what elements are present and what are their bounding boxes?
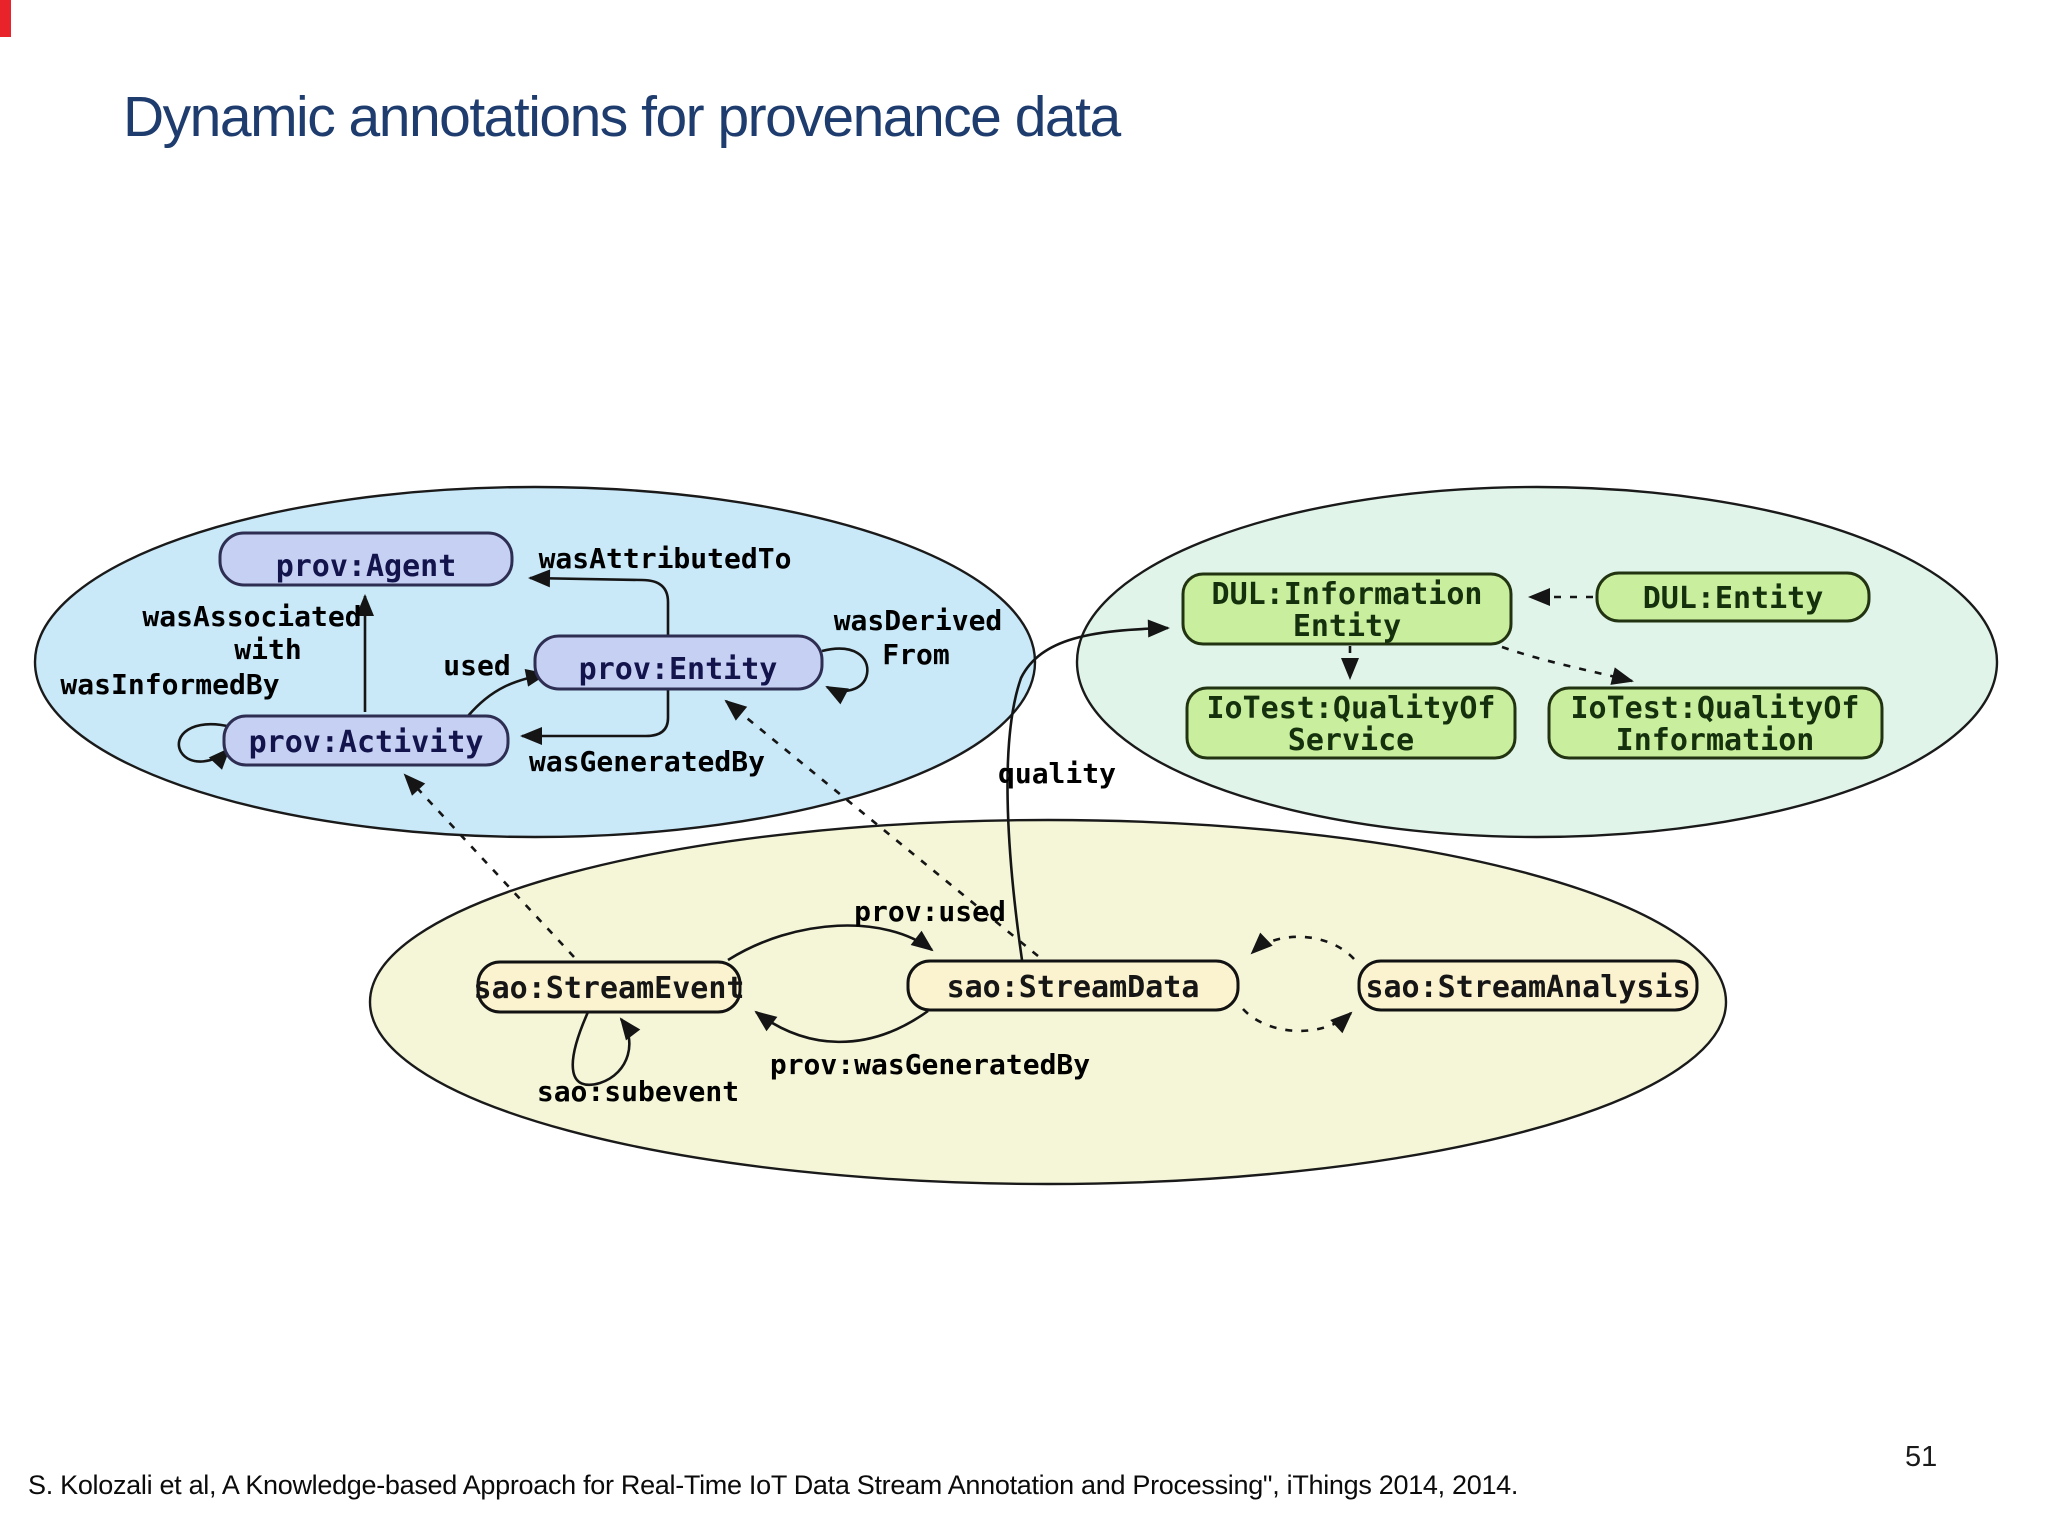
red-corner-mark — [0, 0, 11, 37]
edge-was-attributed-to — [528, 569, 670, 636]
citation-footer: S. Kolozali et al, A Knowledge-based App… — [28, 1470, 1519, 1500]
node-sao-stream-data — [906, 959, 1240, 1012]
edge-prov-used — [727, 924, 934, 962]
label-was-informed-by: wasInformedBy — [60, 668, 279, 701]
node-iotest-quality-of-service — [1185, 686, 1517, 760]
node-prov-agent-label: prov:Agent — [276, 549, 457, 584]
node-sao-stream-event-label: sao:StreamEvent — [474, 971, 745, 1006]
edge-sao-subevent-loop — [571, 1011, 641, 1086]
node-dul-entity — [1595, 571, 1871, 623]
node-prov-activity-label: prov:Activity — [249, 725, 484, 760]
node-sao-stream-event — [476, 960, 742, 1014]
node-dul-entity-label: DUL:Entity — [1643, 581, 1824, 616]
node-iotest-quality-of-service-line2: Service — [1288, 723, 1414, 758]
node-sao-stream-analysis-label: sao:StreamAnalysis — [1365, 970, 1690, 1005]
node-iotest-quality-of-information-line1: IoTest:QualityOf — [1571, 691, 1860, 726]
node-prov-entity-label: prov:Entity — [579, 652, 778, 687]
label-was-associated-line2: with — [234, 633, 301, 666]
label-prov-was-generated-by: prov:wasGeneratedBy — [770, 1048, 1090, 1081]
node-sao-stream-data-label: sao:StreamData — [947, 970, 1200, 1005]
node-prov-entity — [533, 634, 824, 691]
label-prov-used: prov:used — [854, 895, 1006, 928]
edge-prov-was-generated-by — [754, 1009, 929, 1044]
edge-was-derived-from-loop — [821, 647, 869, 705]
node-dul-information-entity-line2: Entity — [1293, 609, 1401, 644]
label-used: used — [443, 649, 510, 682]
label-sao-subevent: sao:subevent — [537, 1075, 739, 1108]
dul-group-ellipse — [1075, 485, 1999, 839]
edge-streamanalysis-to-streamdata — [1250, 932, 1355, 960]
edge-was-informed-by-loop — [177, 722, 232, 770]
node-prov-agent — [218, 531, 514, 587]
label-was-derived-line1: wasDerived — [834, 604, 1003, 637]
node-iotest-quality-of-information — [1547, 686, 1884, 760]
edge-quality — [1006, 619, 1170, 961]
page-number: 51 — [1905, 1441, 1938, 1473]
node-sao-stream-analysis — [1357, 959, 1699, 1012]
edge-was-generated-by — [520, 689, 670, 745]
label-quality: quality — [998, 757, 1116, 790]
label-was-derived-line2: From — [882, 638, 949, 671]
node-prov-activity — [222, 714, 510, 767]
node-dul-information-entity-line1: DUL:Information — [1212, 577, 1483, 612]
label-was-associated-line1: wasAssociated — [142, 600, 361, 633]
label-was-generated-by: wasGeneratedBy — [529, 745, 765, 778]
node-iotest-quality-of-information-line2: Information — [1616, 723, 1815, 758]
node-dul-information-entity — [1181, 572, 1513, 646]
slide-title: Dynamic annotations for provenance data — [123, 85, 1121, 149]
label-was-attributed-to: wasAttributedTo — [539, 542, 792, 575]
edge-streamdata-to-entity — [724, 699, 1039, 958]
edge-informationentity-to-qoi — [1501, 645, 1634, 685]
node-iotest-quality-of-service-line1: IoTest:QualityOf — [1207, 691, 1496, 726]
